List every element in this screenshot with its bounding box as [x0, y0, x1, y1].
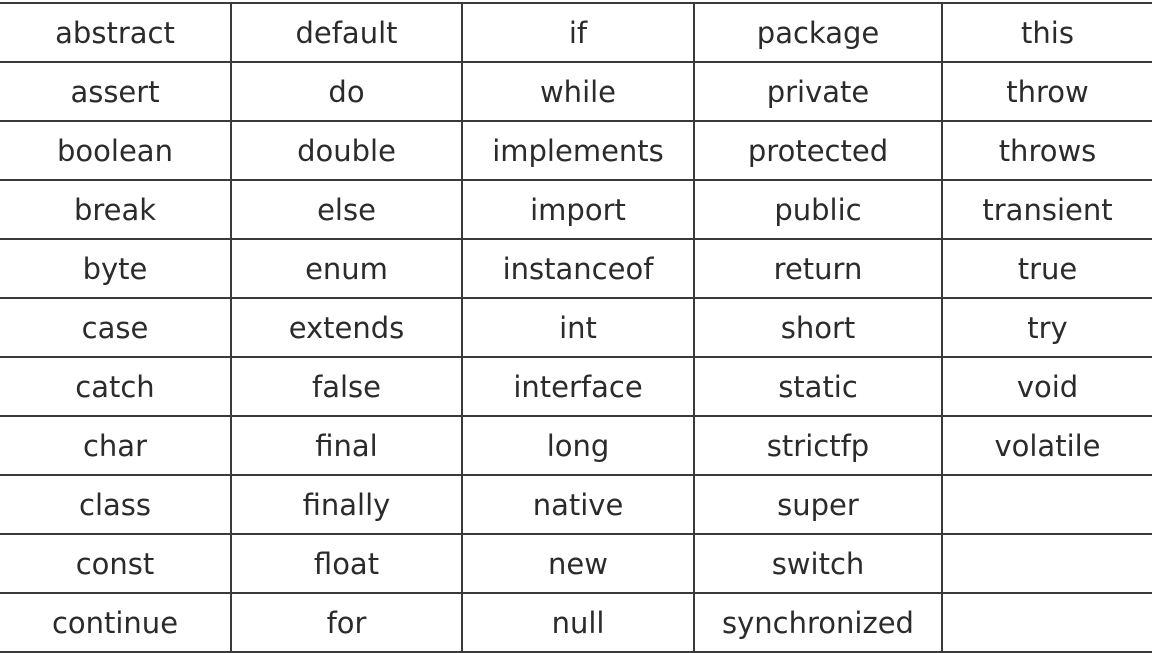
- table-cell: catch: [0, 356, 232, 417]
- table-cell: implements: [461, 120, 695, 181]
- table-cell: [941, 474, 1152, 535]
- table-row: class finally native super: [0, 474, 1152, 535]
- table-row: boolean double implements protected thro…: [0, 120, 1152, 181]
- table-cell: double: [230, 120, 463, 181]
- table-cell: long: [461, 415, 695, 476]
- table-cell: false: [230, 356, 463, 417]
- table-cell: package: [693, 2, 943, 63]
- table-row: char final long strictfp volatile: [0, 415, 1152, 476]
- table-cell: static: [693, 356, 943, 417]
- table-row: byte enum instanceof return true: [0, 238, 1152, 299]
- table-cell: try: [941, 297, 1152, 358]
- table-cell: throw: [941, 61, 1152, 122]
- table-cell: throws: [941, 120, 1152, 181]
- table-cell: transient: [941, 179, 1152, 240]
- table-cell: extends: [230, 297, 463, 358]
- table-cell: byte: [0, 238, 232, 299]
- table-cell: new: [461, 533, 695, 594]
- table-cell: default: [230, 2, 463, 63]
- table-cell: case: [0, 297, 232, 358]
- table-cell: import: [461, 179, 695, 240]
- table-cell: protected: [693, 120, 943, 181]
- table-cell: abstract: [0, 2, 232, 63]
- table-cell: float: [230, 533, 463, 594]
- table-row: assert do while private throw: [0, 61, 1152, 122]
- table-cell: while: [461, 61, 695, 122]
- table-cell: const: [0, 533, 232, 594]
- table-cell: boolean: [0, 120, 232, 181]
- table-cell: assert: [0, 61, 232, 122]
- table-cell: else: [230, 179, 463, 240]
- table-cell: volatile: [941, 415, 1152, 476]
- table-row: continue for null synchronized: [0, 592, 1152, 653]
- table-cell: strictfp: [693, 415, 943, 476]
- table-cell: [941, 533, 1152, 594]
- table-cell: synchronized: [693, 592, 943, 653]
- table-row: break else import public transient: [0, 179, 1152, 240]
- table-row: catch false interface static void: [0, 356, 1152, 417]
- table-cell: do: [230, 61, 463, 122]
- table-cell: true: [941, 238, 1152, 299]
- table-cell: this: [941, 2, 1152, 63]
- table-cell: if: [461, 2, 695, 63]
- table-cell: private: [693, 61, 943, 122]
- table-cell: char: [0, 415, 232, 476]
- table-cell: finally: [230, 474, 463, 535]
- table-cell: continue: [0, 592, 232, 653]
- table-cell: enum: [230, 238, 463, 299]
- table-cell: null: [461, 592, 695, 653]
- table-cell: final: [230, 415, 463, 476]
- table-cell: super: [693, 474, 943, 535]
- table-row: abstract default if package this: [0, 2, 1152, 63]
- table-cell: break: [0, 179, 232, 240]
- table-row: const float new switch: [0, 533, 1152, 594]
- table-cell: short: [693, 297, 943, 358]
- table-cell: [941, 592, 1152, 653]
- table-cell: return: [693, 238, 943, 299]
- table-cell: native: [461, 474, 695, 535]
- table-cell: class: [0, 474, 232, 535]
- table-cell: int: [461, 297, 695, 358]
- table-cell: for: [230, 592, 463, 653]
- table-cell: interface: [461, 356, 695, 417]
- table-cell: switch: [693, 533, 943, 594]
- table-cell: public: [693, 179, 943, 240]
- table-cell: void: [941, 356, 1152, 417]
- table-row: case extends int short try: [0, 297, 1152, 358]
- table-cell: instanceof: [461, 238, 695, 299]
